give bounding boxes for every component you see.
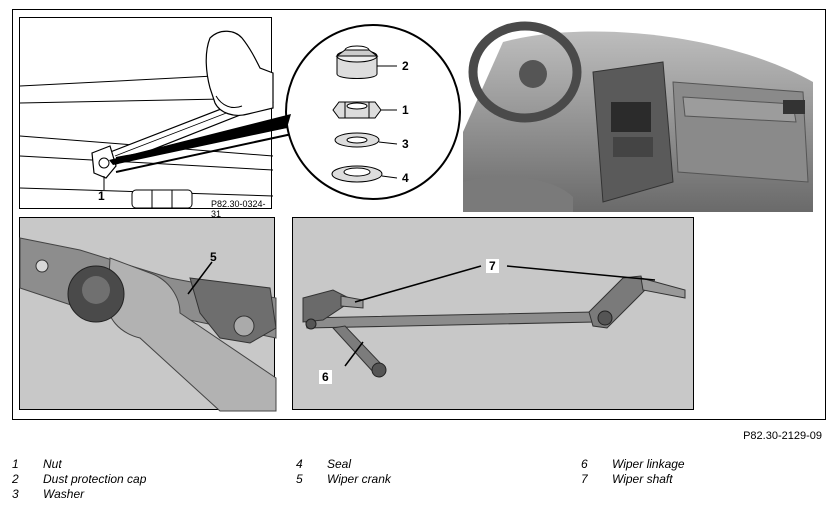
callout-7-wiper-shaft: 7 xyxy=(486,259,499,273)
legend-label: Wiper linkage xyxy=(612,457,685,471)
legend-item: 4 Seal xyxy=(296,457,546,472)
legend-label: Wiper shaft xyxy=(612,472,673,486)
callout-1-nut: 1 xyxy=(402,103,409,117)
legend-number: 7 xyxy=(581,472,588,486)
dashboard-illustration xyxy=(463,12,823,212)
dashboard-sketch xyxy=(463,21,813,212)
legend-number: 2 xyxy=(12,472,19,486)
legend-item: 7 Wiper shaft xyxy=(581,472,821,487)
exploded-parts xyxy=(331,45,398,183)
panel-wiper-linkage: 7 6 xyxy=(292,217,694,410)
legend-number: 6 xyxy=(581,457,588,471)
callout-3-washer: 3 xyxy=(402,137,409,151)
panel-wiper-crank: 5 xyxy=(19,217,277,412)
legend-label: Nut xyxy=(43,457,62,471)
legend-label: Seal xyxy=(327,457,352,471)
callout-6-wiper-linkage: 6 xyxy=(319,370,332,384)
callout-2-dust-cap: 2 xyxy=(402,59,409,73)
legend-label: Wiper crank xyxy=(327,472,391,486)
callout-4-seal: 4 xyxy=(402,171,409,185)
illustration-frame: 1 P82.30-0324-31 2 1 3 4 xyxy=(12,9,826,420)
legend-item: 6 Wiper linkage xyxy=(581,457,821,472)
legend-number: 3 xyxy=(12,487,19,501)
parts-zoom-circle: 2 1 3 4 xyxy=(285,24,461,200)
legend-item: 3 Washer xyxy=(12,487,262,502)
legend-item: 1 Nut xyxy=(12,457,262,472)
legend-column-1: 1 Nut 2 Dust protection cap 3 Washer xyxy=(12,457,262,502)
wrench-sketch xyxy=(19,30,293,209)
legend-column-2: 4 Seal 5 Wiper crank xyxy=(296,457,546,487)
figure-code-main: P82.30-2129-09 xyxy=(743,430,822,442)
callout-1-nut-top: 1 xyxy=(98,189,105,203)
legend-label: Washer xyxy=(43,487,85,501)
legend-label: Dust protection cap xyxy=(43,472,147,486)
legend-number: 5 xyxy=(296,472,303,486)
wiper-crank-photo xyxy=(19,237,277,412)
legend-number: 4 xyxy=(296,457,303,471)
legend-column-3: 6 Wiper linkage 7 Wiper shaft xyxy=(581,457,821,487)
callout-5-wiper-crank: 5 xyxy=(210,250,217,264)
legend-item: 2 Dust protection cap xyxy=(12,472,262,487)
legend-number: 1 xyxy=(12,457,19,471)
figure-code-top: P82.30-0324-31 xyxy=(211,199,266,219)
panel-wrench-on-nut: 1 P82.30-0324-31 xyxy=(19,17,293,219)
legend-item: 5 Wiper crank xyxy=(296,472,546,487)
wiper-linkage-photo xyxy=(302,265,686,378)
